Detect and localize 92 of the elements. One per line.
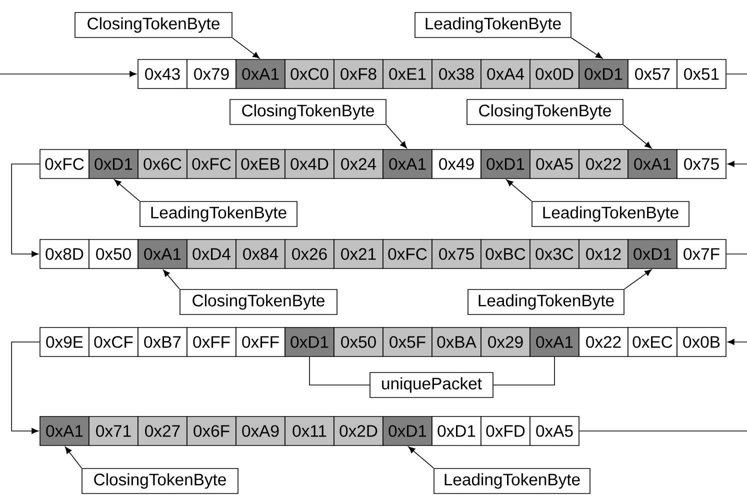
byte-cell: 0xA1 (236, 59, 286, 89)
leader-arrow (408, 446, 434, 468)
callout-box: ClosingTokenByte (466, 99, 624, 125)
arrow (11, 164, 40, 257)
callout-box: LeadingTokenByte (140, 201, 298, 227)
byte-cell: 0xD1 (480, 149, 530, 179)
byte-cell: 0x38 (432, 59, 482, 89)
byte-cell: 0x12 (578, 239, 628, 269)
byte-cell: 0x27 (138, 416, 188, 446)
byte-cell: 0x75 (432, 239, 482, 269)
byte-cell: 0x22 (578, 327, 628, 357)
byte-cell: 0x24 (334, 149, 384, 179)
byte-cell: 0x8D (40, 239, 90, 269)
byte-cell: 0xD4 (186, 239, 236, 269)
byte-cell: 0x6F (186, 416, 236, 446)
byte-cell: 0x79 (186, 59, 236, 89)
arrow (11, 342, 40, 434)
byte-cell: 0x29 (480, 327, 530, 357)
byte-cell: 0x11 (284, 416, 334, 446)
arrow (0, 71, 137, 77)
byte-cell: 0x26 (284, 239, 334, 269)
byte-cell: 0x75 (676, 149, 726, 179)
callout-box: LeadingTokenByte (468, 289, 624, 315)
byte-cell: 0x5F (382, 327, 432, 357)
byte-cell: 0xC0 (284, 59, 334, 89)
byte-cell: 0x49 (432, 149, 482, 179)
callout-box: ClosingTokenByte (74, 12, 232, 38)
byte-cell: 0xFF (186, 327, 236, 357)
callout-box: ClosingTokenByte (180, 289, 338, 315)
leader-arrow (65, 446, 82, 468)
connector-line (579, 430, 747, 432)
byte-cell: 0xFD (480, 416, 530, 446)
leader-arrow (163, 270, 180, 290)
arrow (728, 339, 747, 345)
leader-arrow (624, 269, 652, 290)
callout-box: LeadingTokenByte (434, 468, 590, 494)
byte-cell: 0xA1 (530, 327, 580, 357)
byte-cell: 0xA1 (138, 239, 188, 269)
leader-arrow (571, 38, 603, 59)
byte-cell: 0x0B (676, 327, 726, 357)
byte-cell: 0x22 (578, 149, 628, 179)
byte-cell: 0xD1 (284, 327, 334, 357)
byte-cell: 0xA1 (40, 416, 90, 446)
byte-cell: 0xE1 (382, 59, 432, 89)
byte-cell: 0xA1 (382, 149, 432, 179)
byte-cell: 0x71 (88, 416, 138, 446)
callout-box: ClosingTokenByte (82, 468, 238, 494)
leader-arrow (623, 124, 652, 149)
byte-cell: 0xFC (40, 149, 90, 179)
byte-cell: 0x6C (138, 149, 188, 179)
byte-cell: 0x21 (334, 239, 384, 269)
byte-cell: 0x9E (40, 327, 90, 357)
leader-arrow (386, 124, 407, 148)
byte-cell: 0xD1 (88, 149, 138, 179)
callout-box: LeadingTokenByte (414, 12, 572, 38)
byte-cell: 0xCF (88, 327, 138, 357)
leader-arrow (232, 38, 260, 59)
byte-cell: 0xD1 (628, 239, 678, 269)
byte-cell: 0xA4 (480, 59, 530, 89)
leader-arrow (114, 179, 140, 202)
byte-cell: 0xA9 (236, 416, 286, 446)
byte-cell: 0xFC (382, 239, 432, 269)
byte-cell: 0x0D (530, 59, 580, 89)
byte-cell: 0xA1 (628, 149, 678, 179)
byte-cell: 0x7F (676, 239, 726, 269)
byte-cell: 0xEB (236, 149, 286, 179)
byte-cell: 0xEC (628, 327, 678, 357)
byte-cell: 0xD1 (382, 416, 432, 446)
byte-cell: 0xA5 (530, 416, 580, 446)
leader-arrow (506, 179, 532, 202)
byte-cell: 0xA5 (530, 149, 580, 179)
byte-cell: 0xB7 (138, 327, 188, 357)
byte-cell: 0x50 (334, 327, 384, 357)
byte-cell: 0xBA (432, 327, 482, 357)
byte-cell: 0x57 (628, 59, 678, 89)
byte-cell: 0xFF (236, 327, 286, 357)
byte-cell: 0xD1 (578, 59, 628, 89)
byte-cell: 0xFC (186, 149, 236, 179)
byte-cell: 0x50 (88, 239, 138, 269)
arrow (728, 161, 747, 167)
callout-box: LeadingTokenByte (532, 201, 690, 227)
byte-cell: 0x43 (138, 59, 188, 89)
byte-cell: 0xF8 (334, 59, 384, 89)
callout-box: ClosingTokenByte (230, 99, 386, 125)
byte-cell: 0xD1 (432, 416, 482, 446)
byte-cell: 0x4D (284, 149, 334, 179)
byte-cell: 0x51 (676, 59, 726, 89)
callout-box: uniquePacket (370, 372, 494, 398)
byte-cell: 0x84 (236, 239, 286, 269)
byte-cell: 0x2D (334, 416, 384, 446)
byte-cell: 0x3C (530, 239, 580, 269)
byte-cell: 0xBC (480, 239, 530, 269)
